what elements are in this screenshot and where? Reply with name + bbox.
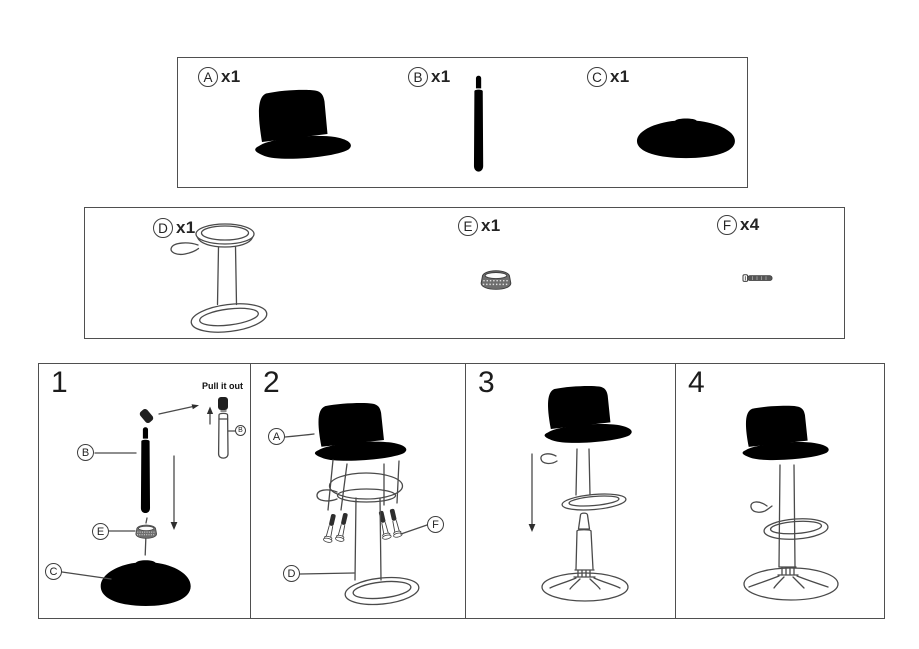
step-4-illustration bbox=[742, 405, 839, 601]
column-icon bbox=[575, 448, 591, 496]
step-1-number: 1 bbox=[51, 366, 68, 399]
part-label-b: B x1 bbox=[408, 67, 451, 87]
pull-it-out-note: Pull it out bbox=[202, 381, 243, 391]
part-letter-d: D bbox=[153, 218, 173, 238]
clamp-ring-part-icon bbox=[480, 270, 512, 291]
column-part-icon bbox=[170, 223, 268, 333]
parts-box-bottom: D x1 E x1 F x4 bbox=[84, 207, 845, 339]
screw-part-icon bbox=[742, 274, 773, 282]
callout-d: D bbox=[283, 565, 300, 582]
step-4-panel: 4 bbox=[676, 363, 885, 619]
part-label-c: C x1 bbox=[587, 67, 630, 87]
part-label-e: E x1 bbox=[458, 216, 501, 236]
part-qty-c: x1 bbox=[610, 67, 630, 86]
parts-box-top-illustrations bbox=[255, 75, 735, 172]
part-letter-e: E bbox=[458, 216, 478, 236]
part-letter-a: A bbox=[198, 67, 218, 87]
part-letter-b: B bbox=[408, 67, 428, 87]
step-2-illustration bbox=[284, 403, 428, 606]
steps-row: 1 Pull it out B B E C bbox=[38, 363, 885, 619]
column-icon bbox=[778, 464, 796, 568]
step-1-panel: 1 Pull it out B B E C bbox=[38, 363, 251, 619]
step-2-panel: 2 A F D bbox=[251, 363, 466, 619]
base-assembly-icon bbox=[541, 512, 629, 602]
step-4-number: 4 bbox=[688, 366, 705, 399]
base-icon bbox=[100, 560, 191, 606]
part-qty-d: x1 bbox=[176, 218, 196, 237]
callout-b-inset: B bbox=[235, 425, 246, 436]
callout-f: F bbox=[427, 516, 444, 533]
part-label-a: A x1 bbox=[198, 67, 241, 87]
part-qty-e: x1 bbox=[481, 216, 501, 235]
seat-icon bbox=[742, 405, 829, 461]
gas-lift-icon bbox=[140, 427, 151, 514]
part-qty-a: x1 bbox=[221, 67, 241, 86]
callout-a: A bbox=[268, 428, 285, 445]
handle-icon bbox=[750, 501, 773, 513]
step-3-illustration bbox=[528, 385, 632, 602]
gas-lift-part-icon bbox=[473, 75, 484, 172]
clamp-ring-icon bbox=[135, 524, 158, 539]
handle-icon bbox=[540, 453, 558, 465]
callout-b: B bbox=[77, 444, 94, 461]
step-3-number: 3 bbox=[478, 366, 495, 399]
handle-icon bbox=[316, 489, 338, 502]
part-letter-f: F bbox=[717, 215, 737, 235]
parts-box-bottom-illustrations bbox=[170, 223, 773, 333]
step-2-number: 2 bbox=[263, 366, 280, 399]
seat-part-icon bbox=[255, 89, 351, 159]
part-letter-c: C bbox=[587, 67, 607, 87]
part-label-f: F x4 bbox=[717, 215, 760, 235]
step-3-panel: 3 bbox=[466, 363, 676, 619]
step-1-illustration bbox=[61, 397, 236, 606]
seat-icon bbox=[544, 385, 632, 443]
callout-c: C bbox=[45, 563, 62, 580]
cap-icon bbox=[139, 408, 154, 424]
part-label-d: D x1 bbox=[153, 218, 196, 238]
column-icon bbox=[354, 497, 382, 581]
part-qty-f: x4 bbox=[740, 215, 760, 234]
callout-e: E bbox=[92, 523, 109, 540]
seat-icon bbox=[314, 403, 407, 461]
parts-box-top: A x1 B x1 C x1 bbox=[177, 57, 748, 188]
screw-icon bbox=[334, 511, 351, 543]
pull-out-inset bbox=[206, 397, 236, 459]
screw-icon bbox=[376, 509, 393, 541]
base-part-icon bbox=[636, 118, 735, 159]
part-qty-b: x1 bbox=[431, 67, 451, 86]
